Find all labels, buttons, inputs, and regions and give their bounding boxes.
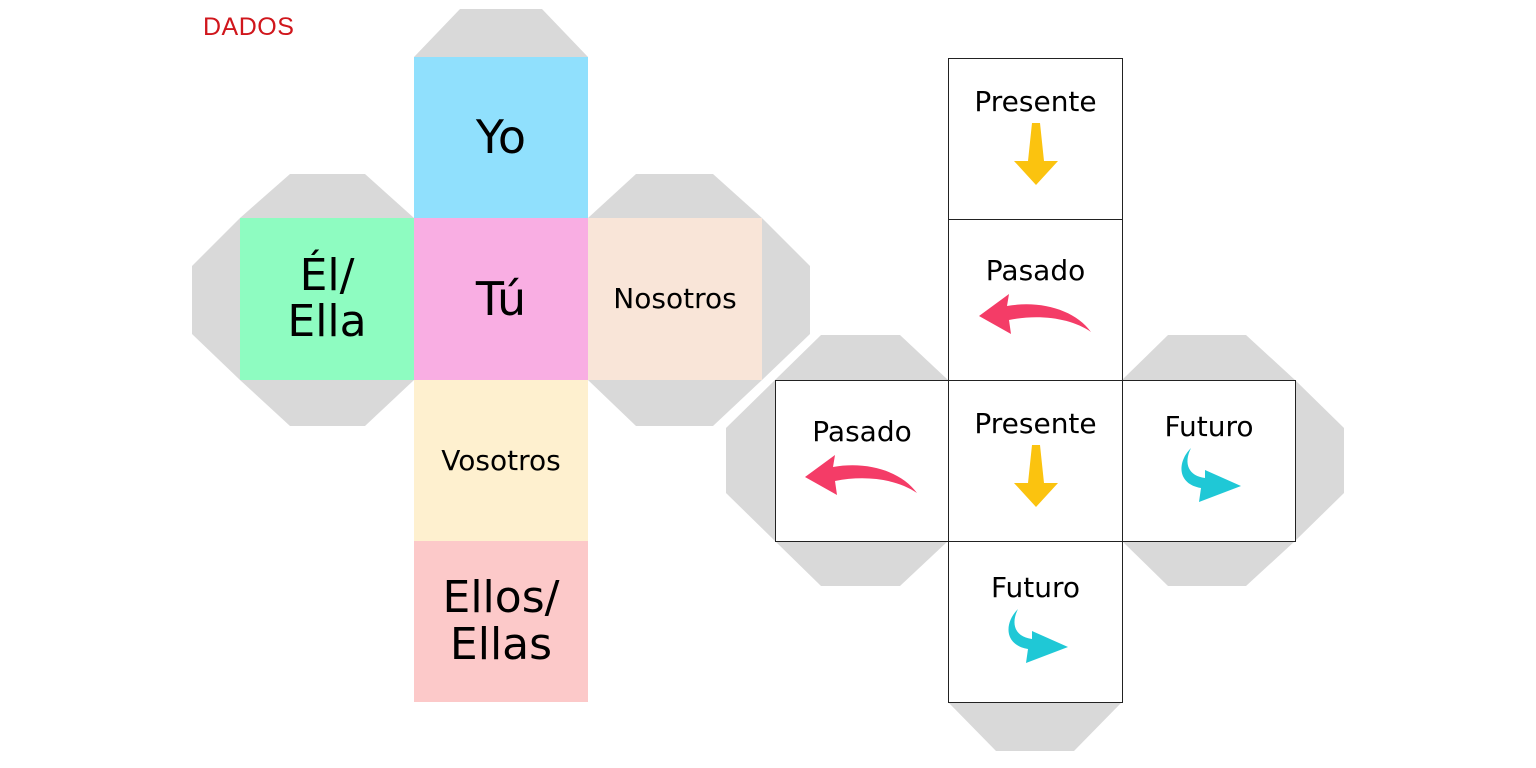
tab-left-left xyxy=(726,380,775,541)
face-label: Nosotros xyxy=(613,282,737,316)
face-futuro-right: Futuro xyxy=(1122,380,1296,542)
face-presente-center: Presente xyxy=(948,380,1123,542)
face-label: Yo xyxy=(475,110,527,165)
tab-top-el xyxy=(240,174,414,218)
face-yo: Yo xyxy=(414,57,588,218)
tab-top-nos xyxy=(588,174,762,218)
face-label: Futuro xyxy=(1164,410,1254,444)
face-label-line2: Ellas xyxy=(449,618,553,670)
face-pasado-second: Pasado xyxy=(948,219,1123,381)
face-label-line1: Él/ xyxy=(299,249,355,301)
tab-bottom-el xyxy=(240,380,414,426)
face-label: Tú xyxy=(475,271,527,326)
down-arrow-icon xyxy=(1013,122,1058,185)
curved-left-arrow-icon xyxy=(978,293,1091,334)
face-label-line1: Ellos/ xyxy=(442,572,560,624)
face-label-line2: Ella xyxy=(287,296,367,347)
face-vosotros: Vosotros xyxy=(414,380,588,541)
tab-right-right xyxy=(1295,380,1344,541)
tab-top-left xyxy=(775,335,948,380)
tab-left-el xyxy=(192,218,240,380)
face-label: Pasado xyxy=(812,415,912,449)
face-pasado-left: Pasado xyxy=(775,380,949,542)
curved-right-arrow-icon xyxy=(1008,608,1068,663)
tab-bottom-right xyxy=(1122,541,1295,586)
down-arrow-icon xyxy=(1013,444,1058,507)
page-title: DADOS xyxy=(203,13,295,41)
tab-bottom-bottom xyxy=(948,702,1122,751)
face-label: Presente xyxy=(974,407,1097,441)
face-label: Vosotros xyxy=(441,443,561,477)
face-ellos-ellas: Ellos/ Ellas xyxy=(414,541,588,702)
tab-bottom-left xyxy=(775,541,948,586)
curved-left-arrow-icon xyxy=(805,454,917,495)
face-label: Presente xyxy=(974,85,1097,119)
face-label: Futuro xyxy=(990,571,1081,605)
face-futuro-bottom: Futuro xyxy=(948,541,1123,703)
tab-top-yo xyxy=(414,9,588,57)
tab-bottom-nos xyxy=(588,380,762,426)
face-presente-top: Presente xyxy=(948,58,1123,220)
face-label: Pasado xyxy=(985,254,1086,288)
face-tu: Tú xyxy=(414,218,588,380)
curved-right-arrow-icon xyxy=(1181,447,1241,502)
tab-top-right xyxy=(1122,335,1295,380)
face-el-ella: Él/ Ella xyxy=(240,218,414,380)
tab-right-nos xyxy=(762,218,810,380)
face-nosotros: Nosotros xyxy=(588,218,762,380)
